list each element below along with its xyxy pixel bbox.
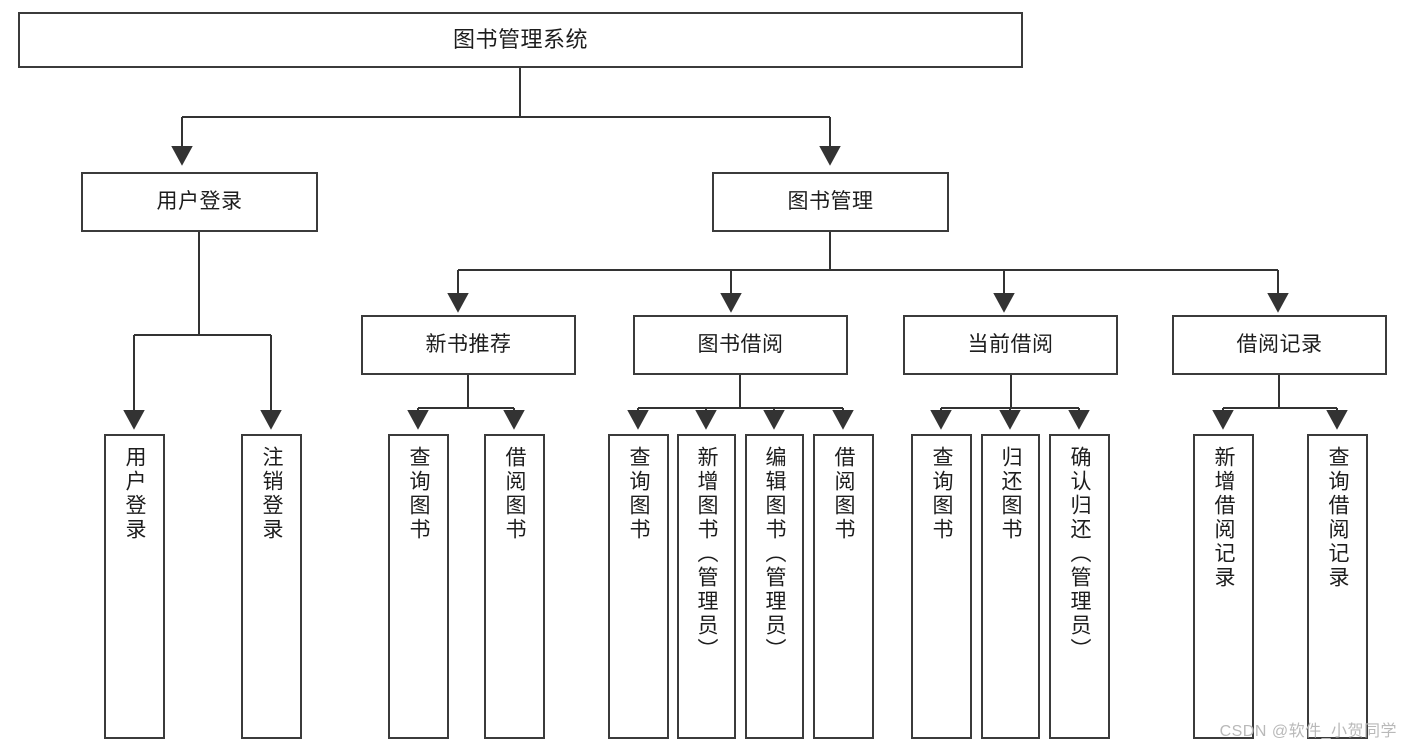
- node-label: 用户登录: [156, 189, 243, 213]
- leaf-book-borrow-borrow-books[interactable]: 借阅图书: [813, 434, 874, 739]
- leaf-current-borrow-query-books[interactable]: 查询图书: [911, 434, 972, 739]
- node-borrowing-record[interactable]: 借阅记录: [1172, 315, 1387, 375]
- node-root-book-management-system[interactable]: 图书管理系统: [18, 12, 1023, 68]
- node-label: 借阅图书: [832, 446, 855, 542]
- leaf-book-borrow-add-book-admin[interactable]: 新增图书（管理员）: [677, 434, 736, 739]
- node-label: 查询图书: [930, 446, 953, 542]
- leaf-new-book-query-books[interactable]: 查询图书: [388, 434, 449, 739]
- node-label: 借阅图书: [503, 446, 526, 542]
- leaf-borrow-record-query-record[interactable]: 查询借阅记录: [1307, 434, 1368, 739]
- node-current-borrowing[interactable]: 当前借阅: [903, 315, 1118, 375]
- csdn-watermark: CSDN @软件_小贺同学: [1219, 723, 1397, 740]
- node-label: 注销登录: [260, 446, 283, 542]
- node-label: 归还图书: [999, 446, 1022, 542]
- node-book-borrowing[interactable]: 图书借阅: [633, 315, 848, 375]
- node-label: 新书推荐: [425, 332, 512, 356]
- node-label: 编辑图书（管理员）: [763, 446, 786, 662]
- node-label: 当前借阅: [967, 332, 1054, 356]
- node-label: 图书借阅: [697, 332, 784, 356]
- leaf-book-borrow-query-books[interactable]: 查询图书: [608, 434, 669, 739]
- node-label: 用户登录: [123, 446, 146, 542]
- leaf-current-borrow-return-books[interactable]: 归还图书: [981, 434, 1040, 739]
- node-label: 查询图书: [627, 446, 650, 542]
- node-new-book-recommendation[interactable]: 新书推荐: [361, 315, 576, 375]
- node-label: 新增图书（管理员）: [695, 446, 718, 662]
- node-label: 图书管理: [787, 189, 874, 213]
- node-label: 查询借阅记录: [1326, 446, 1349, 590]
- leaf-user-login-logout[interactable]: 注销登录: [241, 434, 302, 739]
- node-label: 图书管理系统: [452, 27, 588, 53]
- leaf-new-book-borrow-books[interactable]: 借阅图书: [484, 434, 545, 739]
- leaf-user-login-login[interactable]: 用户登录: [104, 434, 165, 739]
- leaf-current-borrow-confirm-return-admin[interactable]: 确认归还（管理员）: [1049, 434, 1110, 739]
- leaf-borrow-record-add-record[interactable]: 新增借阅记录: [1193, 434, 1254, 739]
- leaf-book-borrow-edit-book-admin[interactable]: 编辑图书（管理员）: [745, 434, 804, 739]
- node-label: 新增借阅记录: [1212, 446, 1235, 590]
- node-label: 确认归还（管理员）: [1068, 446, 1091, 662]
- node-label: 查询图书: [407, 446, 430, 542]
- node-label: 借阅记录: [1236, 332, 1323, 356]
- node-book-management[interactable]: 图书管理: [712, 172, 949, 232]
- node-user-login[interactable]: 用户登录: [81, 172, 318, 232]
